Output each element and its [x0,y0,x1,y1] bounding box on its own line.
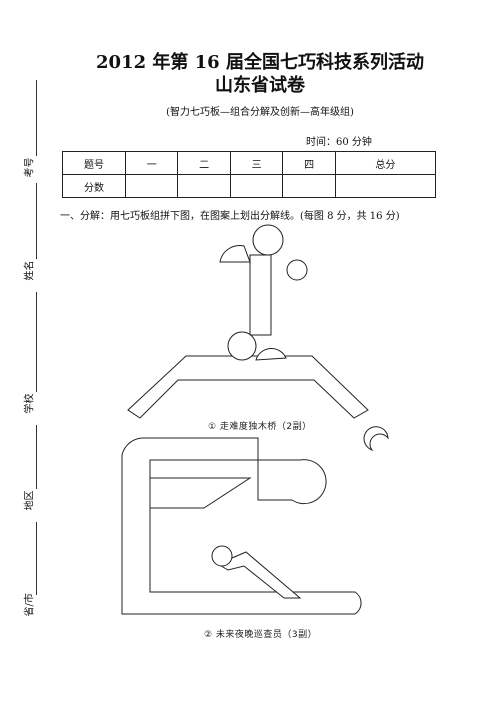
province-city-line [36,522,37,595]
left-arm-shape [219,245,251,263]
school-line [36,292,37,392]
left-foot-shape [227,331,257,361]
score-value-cell[interactable] [177,174,231,198]
inner-wedge-shape [149,477,252,509]
right-hand-shape [286,259,308,281]
moon-shape [363,426,389,452]
page-title: 2012 年第 16 届全国七巧科技系列活动 [96,52,424,73]
exam-number-line [36,80,37,156]
patrol-head-shape [211,545,233,567]
head-shape [252,224,284,256]
score-table-value-row: 分数 [62,174,437,198]
page-subtitle-title: 山东省试卷 [215,75,305,96]
figure-balance-beam-icon [127,224,369,419]
time-limit: 时间：60 分钟 [306,137,372,148]
score-table: 题号 一 二 三 四 总分 分数 [62,151,437,198]
figure-2-caption: ② 未来夜晚巡查员（3副） [204,630,318,640]
score-value-cell[interactable] [282,174,336,198]
score-value-cell[interactable] [334,174,437,198]
right-foot-shape [255,348,287,361]
frame-shape [121,437,362,615]
body-shape [249,254,272,336]
lamp-shape [257,459,327,505]
section-1-instruction: 一、分解：用七巧板组拼下图，在图案上划出分解线。(每图 8 分，共 16 分) [60,211,400,222]
score-row-label: 分数 [62,174,126,198]
roof-shape [216,551,302,599]
score-header-cell: 四 [282,151,336,175]
region-line [36,425,37,489]
beam-shape [127,355,369,419]
name-line [36,183,37,259]
figure-night-patrol-icon [121,426,389,615]
score-header-cell: 二 [177,151,231,175]
figure-1-caption: ① 走难度独木桥（2副） [208,422,312,432]
score-header-cell: 总分 [334,151,437,175]
category-subtitle: (智力七巧板—组合分解及创新—高年级组) [166,107,354,118]
